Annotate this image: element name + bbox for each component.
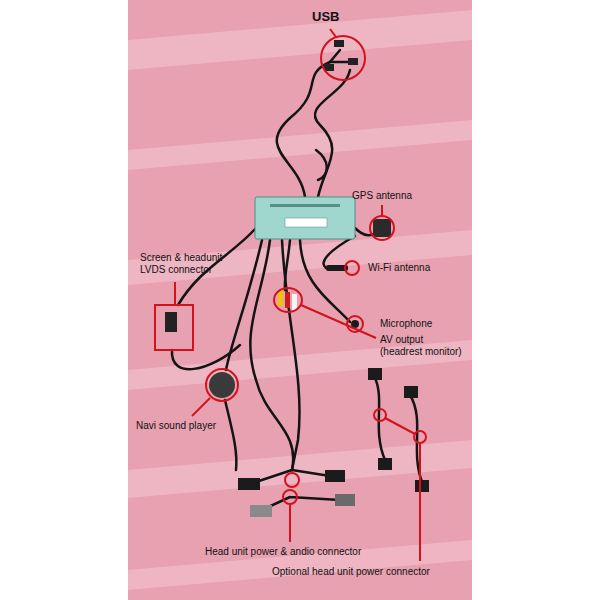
interface-box (255, 197, 355, 239)
connector (368, 368, 382, 380)
callout-label: Navi sound player (136, 420, 246, 432)
callouts (155, 29, 426, 561)
optional-harness (375, 378, 385, 460)
leader-line (330, 29, 336, 37)
callout-ring (374, 409, 386, 421)
stripe (128, 10, 472, 70)
callout-label: USB (312, 9, 372, 25)
wires (172, 50, 422, 510)
speaker (209, 372, 235, 398)
power-cable (250, 240, 293, 470)
parts (165, 40, 429, 517)
leader-line (192, 398, 210, 416)
callout-ring (414, 431, 426, 443)
callout-label: Screen & headunit LVDS connector (140, 252, 235, 276)
usb-cable (277, 62, 330, 197)
callout-label: GPS antenna (352, 190, 462, 202)
gps-antenna (373, 219, 391, 237)
power-cable (282, 240, 300, 470)
rca-plug (292, 294, 297, 310)
callout-label: AV output (headrest monitor) (380, 334, 465, 358)
callout-box (155, 305, 193, 350)
connector (325, 470, 345, 482)
callout-ring (321, 36, 365, 80)
connector (378, 458, 392, 470)
stripes (128, 10, 472, 590)
callout-ring (274, 288, 302, 312)
stripe (128, 120, 472, 170)
callout-label: Head unit power & andio connector (205, 546, 425, 558)
mic-cable (300, 240, 350, 322)
usb-cable (315, 70, 350, 197)
connector (415, 480, 429, 492)
callout-label: Wi-Fi antenna (368, 262, 468, 274)
cable-loop (316, 150, 327, 180)
connector (404, 386, 418, 398)
sticker (285, 218, 327, 227)
rca-plug (285, 292, 290, 308)
module (255, 197, 355, 239)
connector (250, 505, 272, 517)
usb-cable (330, 50, 340, 62)
callout-label: Optional head unit power connector (272, 566, 467, 578)
wifi-cable (324, 236, 355, 268)
connector (335, 494, 355, 506)
callout-ring (206, 369, 238, 401)
callout-ring (285, 473, 299, 487)
rca-plug (278, 290, 283, 306)
leader-line (385, 418, 415, 434)
lvds-cable (172, 345, 240, 369)
leader-line (301, 305, 376, 338)
usb-plug (348, 58, 358, 65)
connector (238, 478, 260, 490)
callout-ring (283, 490, 297, 504)
background (128, 0, 472, 600)
leader-line (174, 282, 176, 305)
callout-ring (370, 216, 394, 240)
navi-cable (225, 400, 236, 470)
leader-line (381, 205, 383, 216)
leader-line (289, 504, 291, 542)
callout-ring (345, 261, 359, 275)
usb-plug (334, 40, 344, 47)
leader-line (419, 443, 421, 561)
print (270, 204, 340, 207)
callout-label: Microphone (380, 318, 465, 330)
lvds-plug (165, 312, 177, 332)
